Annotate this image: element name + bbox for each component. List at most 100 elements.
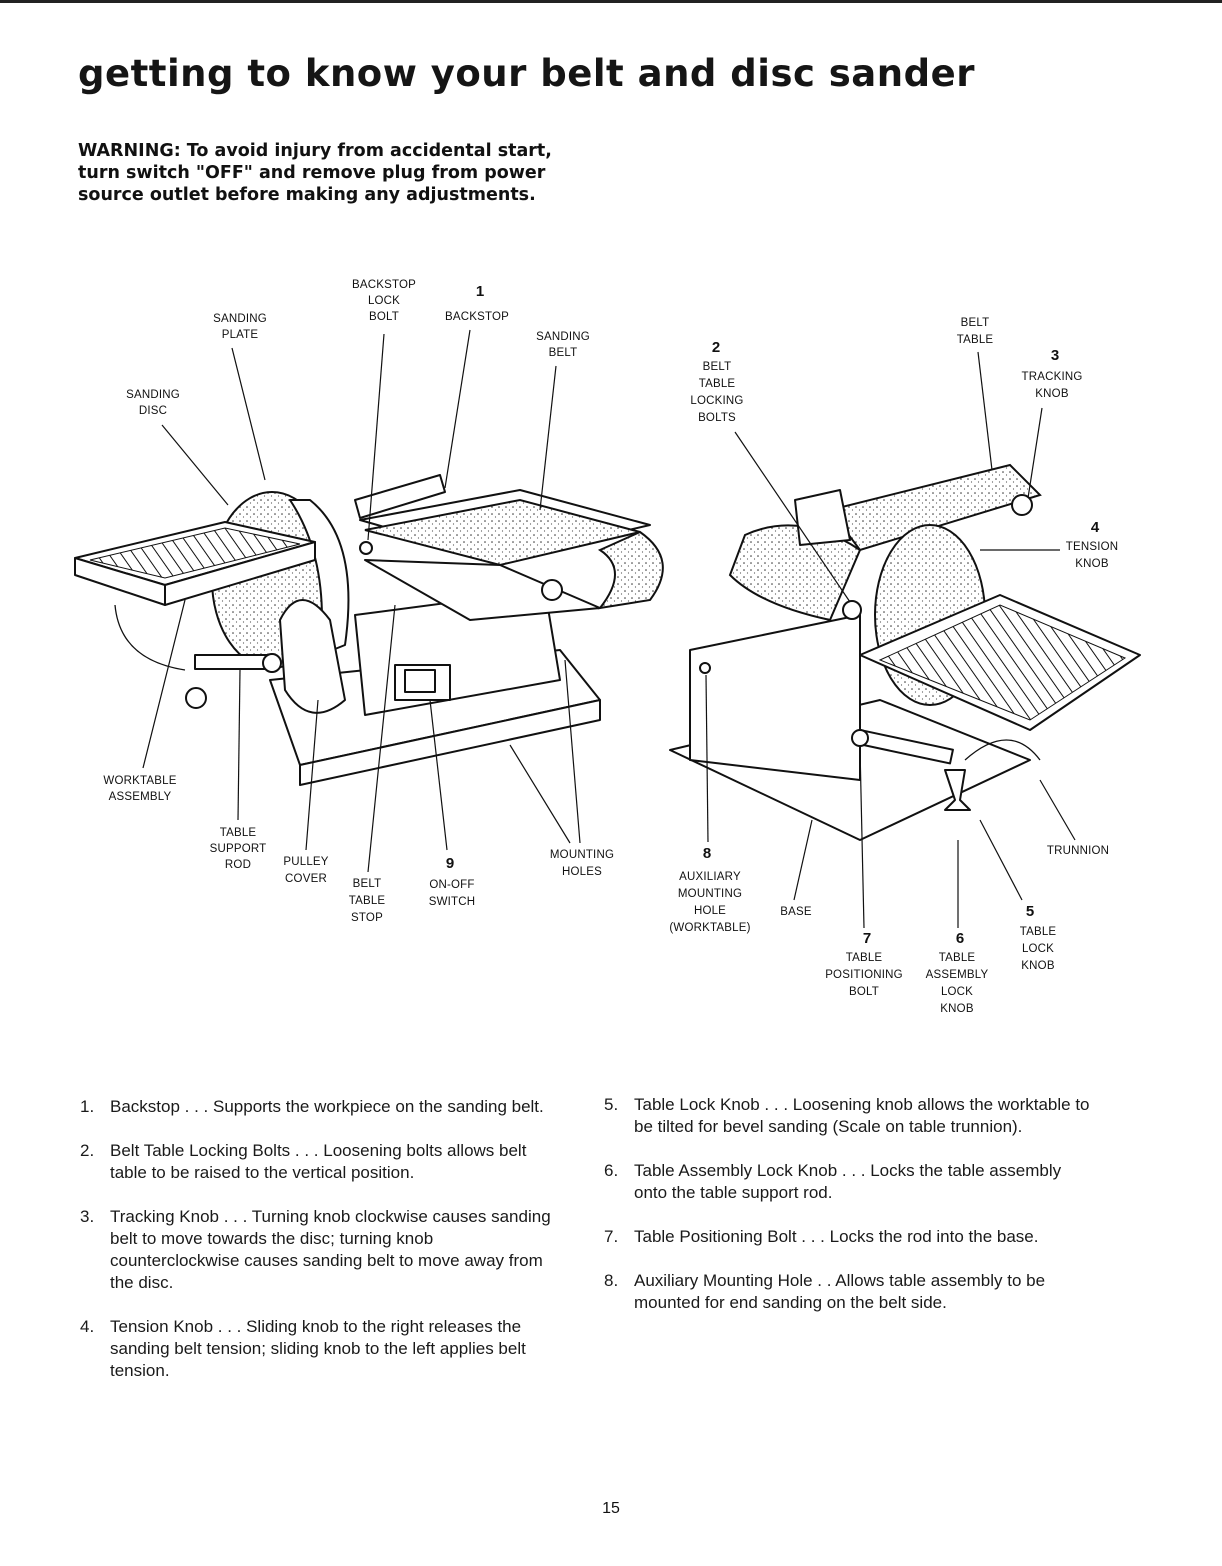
svg-text:KNOB: KNOB [1075,558,1109,570]
svg-text:MOUNTING: MOUNTING [550,849,614,861]
svg-text:ROD: ROD [225,859,251,871]
table-positioning-bolt-shape [851,729,869,747]
backstop-shape [354,474,446,519]
svg-text:BELT: BELT [353,878,382,890]
list-item: 2.Belt Table Locking Bolts . . . Looseni… [80,1141,527,1182]
label-tension-knob: TENSION KNOB [1066,541,1119,570]
svg-text:TABLE: TABLE [939,952,976,964]
right-machine-illustration [669,463,1141,841]
svg-text:POSITIONING: POSITIONING [825,969,903,981]
label-trunnion: TRUNNION [1047,845,1109,857]
callout-1: 1 [476,283,484,300]
left-trunnion-arc [114,604,186,671]
svg-text:BOLTS: BOLTS [698,412,736,424]
svg-text:TRACKING: TRACKING [1021,371,1082,383]
svg-text:BELT: BELT [961,317,990,329]
label-backstop: BACKSTOP [445,311,509,323]
callout-6: 6 [956,930,964,947]
label-table-support-rod: TABLE SUPPORT ROD [210,827,267,871]
left-rod-end [185,687,207,709]
label-belt-table: BELT TABLE [957,317,994,346]
svg-text:TENSION: TENSION [1066,541,1119,553]
right-worktable-grooves [878,604,1127,721]
label-auxiliary-mounting-hole: AUXILIARY MOUNTING HOLE (WORKTABLE) [669,871,750,934]
svg-text:LOCK: LOCK [941,986,973,998]
list-item: 6.Table Assembly Lock Knob . . . Locks t… [604,1161,1062,1202]
svg-text:WORKTABLE: WORKTABLE [103,775,176,787]
label-belt-table-locking-bolts: BELT TABLE LOCKING BOLTS [690,361,743,424]
backstop-lock-bolt-shape [359,541,373,555]
left-belt-side [364,559,601,621]
callout-9: 9 [446,855,454,872]
label-belt-table-stop: BELT TABLE STOP [349,878,386,924]
onoff-switch-shape [404,669,436,693]
left-machine-illustration [74,474,664,786]
svg-text:BACKSTOP: BACKSTOP [352,279,416,291]
svg-text:SUPPORT: SUPPORT [210,843,267,855]
pulley-cover-shape [279,599,346,714]
label-backstop-lock-bolt: BACKSTOP LOCK BOLT [352,279,416,323]
label-sanding-belt: SANDING BELT [536,331,590,359]
svg-text:PLATE: PLATE [222,329,259,341]
sander-diagram: BACKSTOP LOCK BOLT 1 BACKSTOP SANDING PL… [74,279,1141,1015]
svg-text:TABLE: TABLE [846,952,883,964]
descriptions-left-column: 1.Backstop . . . Supports the workpiece … [80,1096,560,1404]
warning-notice: WARNING: To avoid injury from accidental… [78,140,578,206]
svg-text:BOLT: BOLT [369,311,399,323]
left-tension-knob-shape [541,579,563,601]
list-item: 8.Auxiliary Mounting Hole . . Allows tab… [604,1271,1046,1312]
svg-text:TABLE: TABLE [699,378,736,390]
warning-lead: WARNING: [78,141,181,161]
top-rule [0,0,1222,3]
list-item: 7.Table Positioning Bolt . . . Locks the… [604,1227,1039,1246]
callout-5: 5 [1026,903,1034,920]
callout-2: 2 [712,339,720,356]
left-worktable-side [164,541,316,606]
svg-text:SANDING: SANDING [126,389,180,401]
svg-text:ASSEMBLY: ASSEMBLY [109,791,172,803]
label-mounting-holes: MOUNTING HOLES [550,849,614,878]
svg-text:ASSEMBLY: ASSEMBLY [926,969,989,981]
svg-text:AUXILIARY: AUXILIARY [679,871,741,883]
svg-text:KNOB: KNOB [1021,960,1055,972]
left-leader-lines [142,329,581,873]
svg-text:KNOB: KNOB [1035,388,1069,400]
callout-7: 7 [863,930,871,947]
right-housing [689,614,861,781]
auxiliary-mounting-hole-shape [699,662,711,674]
right-leader-lines [705,351,1076,929]
list-item: 4.Tension Knob . . . Sliding knob to the… [80,1317,526,1380]
svg-text:SANDING: SANDING [213,313,267,325]
svg-text:TABLE: TABLE [957,334,994,346]
right-trunnion-arc [964,739,1041,761]
svg-text:TABLE: TABLE [1020,926,1057,938]
list-item: 3.Tracking Knob . . . Turning knob clock… [80,1207,551,1292]
svg-text:KNOB: KNOB [940,1003,974,1015]
label-table-positioning-bolt: TABLE POSITIONING BOLT [825,952,903,998]
svg-text:HOLES: HOLES [562,866,602,878]
page-number: 15 [602,1500,620,1517]
left-belt-end [597,530,664,610]
right-belt-end [728,524,862,622]
svg-text:BELT: BELT [549,347,578,359]
svg-text:STOP: STOP [351,912,383,924]
svg-text:TABLE: TABLE [349,895,386,907]
svg-text:SANDING: SANDING [536,331,590,343]
left-rod-knob [262,653,282,673]
left-sanding-belt [364,498,641,567]
svg-text:MOUNTING: MOUNTING [678,888,742,900]
descriptions-right-column: 5.Table Lock Knob . . . Loosening knob a… [604,1094,1094,1336]
svg-text:BOLT: BOLT [849,986,879,998]
label-sanding-disc: SANDING DISC [126,389,180,417]
list-item: 1.Backstop . . . Supports the workpiece … [80,1097,544,1116]
label-table-lock-knob: TABLE LOCK KNOB [1020,926,1057,972]
page-title: getting to know your belt and disc sande… [78,52,975,95]
left-worktable-grooves [89,527,301,579]
svg-text:BELT: BELT [703,361,732,373]
svg-text:HOLE: HOLE [694,905,726,917]
svg-text:LOCKING: LOCKING [690,395,743,407]
svg-text:COVER: COVER [285,873,327,885]
svg-text:TABLE: TABLE [220,827,257,839]
svg-text:LOCK: LOCK [1022,943,1054,955]
svg-text:DISC: DISC [139,405,167,417]
